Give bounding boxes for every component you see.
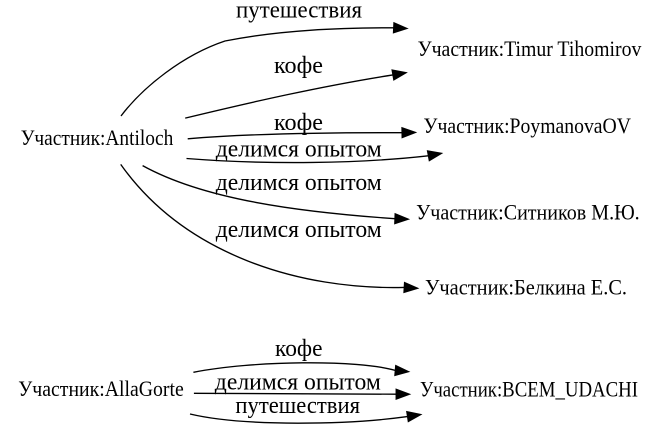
svg-text:делимся опытом: делимся опытом (216, 216, 382, 243)
svg-text:кофе: кофе (274, 52, 323, 79)
svg-text:путешествия: путешествия (235, 392, 360, 419)
svg-text:делимся опытом: делимся опытом (216, 136, 382, 163)
svg-text:Участник:AllaGorte: Участник:AllaGorte (18, 376, 184, 401)
svg-text:Участник:PoymanovaOV: Участник:PoymanovaOV (424, 113, 632, 138)
svg-text:делимся опытом: делимся опытом (215, 368, 381, 395)
svg-text:Участник:Timur Tihomirov: Участник:Timur Tihomirov (418, 36, 642, 61)
svg-text:Участник:Белкина Е.С.: Участник:Белкина Е.С. (425, 275, 627, 300)
svg-text:делимся опытом: делимся опытом (216, 169, 382, 196)
svg-text:кофе: кофе (274, 109, 323, 136)
svg-text:Участник:Antiloch: Участник:Antiloch (21, 125, 174, 150)
svg-text:кофе: кофе (275, 335, 323, 362)
svg-text:Участник:ВСЕМ_UDACHI: Участник:ВСЕМ_UDACHI (420, 376, 638, 401)
svg-text:путешествия: путешествия (236, 0, 362, 24)
svg-text:Участник:Ситников М.Ю.: Участник:Ситников М.Ю. (416, 199, 640, 224)
